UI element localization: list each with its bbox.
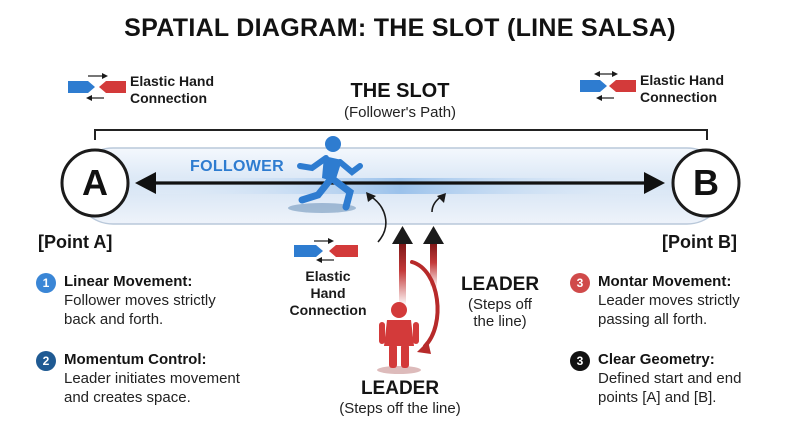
- handshake-icon-top-right: [580, 71, 636, 101]
- slot-bracket: [94, 129, 708, 140]
- note-body-line-2: passing all forth.: [598, 311, 708, 328]
- page-title: SPATIAL DIAGRAM: THE SLOT (LINE SALSA): [124, 14, 676, 42]
- note-body-line-1: Leader moves strictly: [598, 292, 740, 309]
- leader-bottom-sub: (Steps off the line): [339, 400, 461, 417]
- note-clear-geometry: 3 Clear Geometry: Defined start and end …: [570, 350, 790, 407]
- note-body-line-2: back and forth.: [64, 311, 164, 328]
- slot-title: THE SLOT: [350, 80, 450, 102]
- note-title: Momentum Control:: [64, 351, 207, 368]
- leader-side-sub-2: the line): [473, 313, 527, 330]
- curved-arrow-left-icon: [369, 195, 387, 243]
- note-body-line-2: points [A] and [B].: [598, 389, 717, 406]
- note-number-badge: 3: [570, 351, 590, 371]
- hand-connection-label-center: Elastic Hand Connection: [286, 268, 370, 319]
- leader-side-sub-1: (Steps off: [468, 296, 532, 313]
- follower-figure-icon: [288, 136, 363, 213]
- leader-bottom-title: LEADER: [360, 378, 440, 399]
- note-number-badge: 3: [570, 273, 590, 293]
- hand-connection-line-2: Connection: [130, 90, 207, 106]
- point-b-label: [Point B]: [662, 232, 737, 252]
- point-a-letter: A: [82, 162, 108, 203]
- leader-arrow-up-right-icon: [423, 226, 444, 288]
- leader-step-curve-icon: [410, 260, 440, 348]
- leader-side-title: LEADER: [460, 274, 540, 295]
- note-body-line-1: Defined start and end: [598, 370, 742, 387]
- point-a-label: [Point A]: [38, 232, 113, 252]
- curved-arrow-left-head: [366, 192, 376, 202]
- note-title: Montar Movement:: [598, 273, 732, 290]
- slot-subtitle: (Follower's Path): [343, 104, 457, 121]
- point-b-circle: [671, 148, 741, 218]
- leader-arrow-up-left-icon: [392, 226, 413, 306]
- follower-label: FOLLOWER: [190, 158, 284, 175]
- hand-connection-line-1: Elastic Hand: [130, 73, 215, 89]
- handshake-icon-top-left: [68, 73, 126, 101]
- note-title: Linear Movement:: [64, 273, 193, 290]
- note-linear-movement: 1 Linear Movement: Follower moves strict…: [36, 272, 276, 329]
- hand-connection-line-2: Connection: [289, 302, 367, 318]
- leader-figure-icon: [377, 302, 421, 374]
- handshake-icon-center: [294, 238, 358, 263]
- follower-glow: [120, 178, 680, 194]
- note-number-badge: 2: [36, 351, 56, 371]
- note-number-badge: 1: [36, 273, 56, 293]
- hand-connection-line-1: Elastic Hand: [640, 72, 725, 88]
- hand-connection-line-2: Connection: [640, 89, 717, 105]
- hand-connection-label-top-left: Elastic Hand Connection: [130, 73, 214, 107]
- note-montar-movement: 3 Montar Movement: Leader moves strictly…: [570, 272, 790, 329]
- curved-arrow-right-head: [437, 193, 446, 203]
- note-body-line-1: Leader initiates movement: [64, 370, 240, 387]
- slot-double-arrow: [135, 172, 665, 194]
- leader-step-curve-head: [417, 341, 431, 354]
- note-body-line-1: Follower moves strictly: [64, 292, 216, 309]
- point-a-circle: [60, 148, 130, 218]
- note-body-line-2: and creates space.: [64, 389, 191, 406]
- hand-connection-label-top-right: Elastic Hand Connection: [640, 72, 724, 106]
- note-title: Clear Geometry:: [598, 351, 715, 368]
- leader-side-label: LEADER (Steps off the line): [454, 274, 546, 330]
- point-b-letter: B: [693, 162, 719, 203]
- leader-bottom-label: LEADER (Steps off the line): [310, 378, 490, 417]
- hand-connection-line-1: Elastic Hand: [305, 268, 351, 301]
- note-momentum-control: 2 Momentum Control: Leader initiates mov…: [36, 350, 276, 407]
